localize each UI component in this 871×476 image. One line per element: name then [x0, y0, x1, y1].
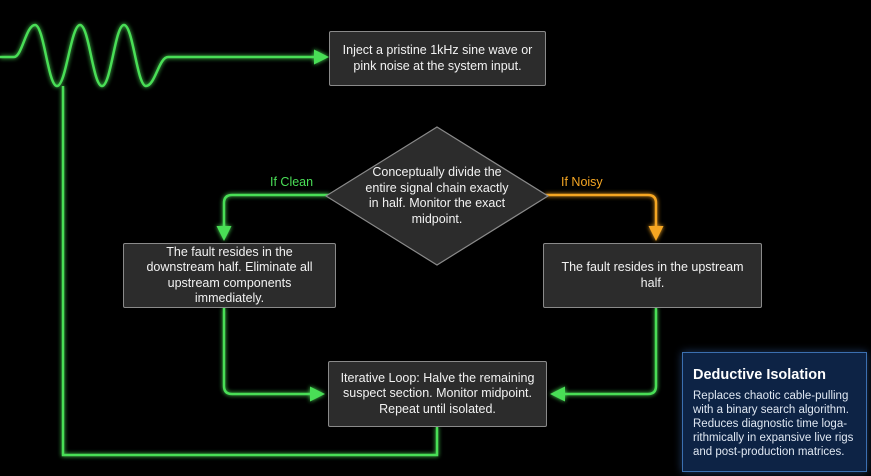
feedback-loop-line	[61, 86, 439, 457]
decision-diamond	[324, 126, 550, 266]
downstream-node-text: The fault resides in the downstream half…	[146, 244, 313, 306]
downstream-to-loop-arrow	[222, 308, 325, 402]
deductive-isolation-panel: Deductive Isolation Replaces chaotic cab…	[682, 352, 867, 472]
sine-wave-icon	[0, 23, 329, 88]
decision-text: Conceptually divide the entire signal ch…	[365, 165, 509, 226]
start-node: Inject a pristine 1kHz sine wave or pink…	[329, 31, 546, 86]
upstream-node: The fault resides in the upstream half.	[543, 243, 762, 308]
panel-title: Deductive Isolation	[693, 367, 826, 383]
downstream-node: The fault resides in the downstream half…	[123, 243, 336, 308]
start-node-text: Inject a pristine 1kHz sine wave or pink…	[342, 43, 533, 73]
upstream-node-text: The fault resides in the upstream half.	[561, 260, 744, 290]
clean-branch-arrow	[216, 193, 330, 241]
clean-branch-label: If Clean	[270, 175, 314, 189]
noisy-branch-label: If Noisy	[561, 175, 603, 189]
panel-body: Replaces chaotic cable-pulling with a bi…	[693, 390, 854, 458]
loop-node-text: Iterative Loop: Halve the remaining susp…	[340, 370, 535, 416]
upstream-to-loop-arrow	[550, 308, 658, 402]
loop-node: Iterative Loop: Halve the remaining susp…	[328, 361, 547, 427]
noisy-branch-arrow	[545, 193, 664, 241]
